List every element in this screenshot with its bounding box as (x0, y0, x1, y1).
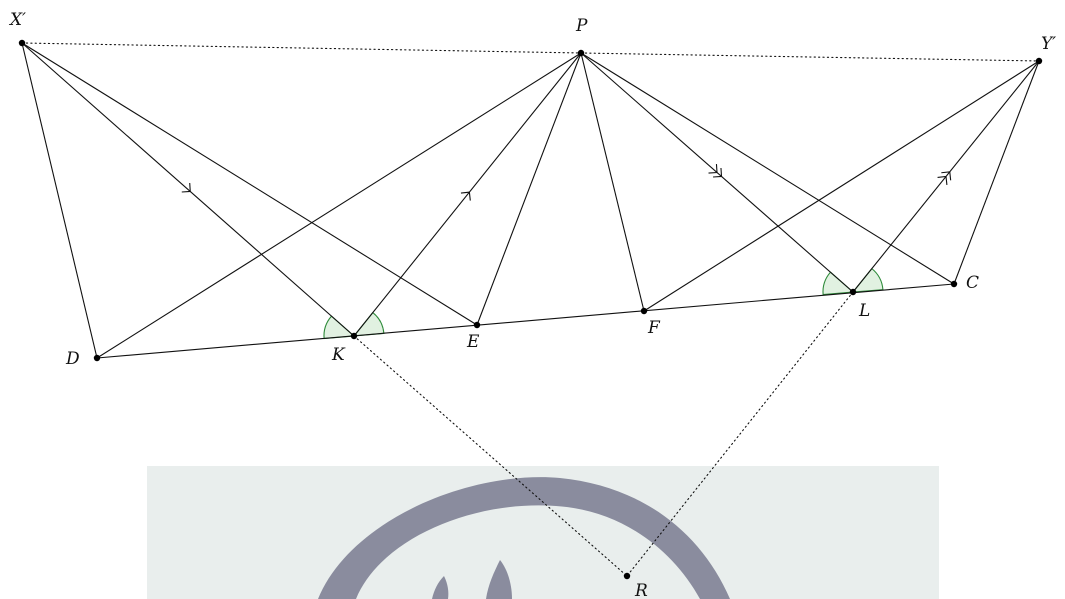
point-label-K: K (331, 345, 346, 365)
point-D (93, 354, 101, 362)
point-P (577, 49, 585, 57)
dotted-segment-L-R (626, 291, 854, 577)
parallel-mark-Xp-K (181, 182, 191, 193)
point-Xp (18, 39, 26, 47)
dotted-lines (21, 42, 1040, 577)
segment-P-D (96, 52, 582, 359)
point-label-E: E (466, 332, 480, 352)
segment-P-F (580, 52, 645, 312)
point-label-Yp: Y′ (1041, 34, 1056, 54)
parallel-mark-L-Yp (941, 171, 952, 181)
segment-Yp-C (953, 60, 1040, 285)
point-R (623, 572, 631, 580)
segment-P-C (580, 52, 955, 285)
segment-Xp-E (21, 42, 478, 326)
dotted-segment-P-Yp (580, 52, 1040, 62)
point-label-C: C (966, 273, 979, 293)
point-L (849, 288, 857, 296)
dotted-segment-Xp-P (21, 42, 582, 54)
point-F (640, 307, 648, 315)
point-label-R: R (634, 581, 648, 599)
angle-mark-L-PD (822, 271, 855, 296)
watermark-logo-arc (318, 477, 730, 599)
point-Yp (1035, 57, 1043, 65)
point-E (473, 321, 481, 329)
point-label-D: D (65, 349, 80, 369)
point-labels: X′ P Y′ D K E F L C R (8, 10, 1056, 599)
watermark-logo-leaf (486, 560, 512, 599)
angle-mark-K-PC (352, 311, 385, 337)
parallel-mark-L-Yp (937, 175, 948, 185)
parallel-mark-K-P (460, 191, 471, 201)
segment-D-C (96, 283, 955, 359)
point-label-Xp: X′ (8, 10, 26, 30)
point-K (350, 332, 358, 340)
parallel-mark-P-L (713, 167, 723, 178)
point-label-L: L (858, 301, 870, 321)
segment-Yp-F (643, 60, 1040, 312)
parallel-mark-P-L (708, 163, 718, 174)
segments (21, 42, 1040, 359)
segment-Xp-D (21, 42, 98, 359)
parallel-marks (181, 163, 952, 201)
segment-P-E (476, 52, 582, 326)
points (18, 39, 1043, 580)
point-label-F: F (647, 318, 661, 338)
watermark (147, 466, 939, 599)
dotted-segment-K-R (353, 335, 628, 577)
point-label-P: P (575, 16, 588, 36)
angle-mark-K-XpD (323, 315, 356, 340)
watermark-logo-stroke (432, 576, 449, 599)
angle-mark-L-YpC (851, 267, 884, 293)
segment-P-K (353, 52, 582, 337)
angle-marks (323, 267, 884, 340)
segment-Xp-K (21, 42, 355, 337)
point-C (950, 280, 958, 288)
